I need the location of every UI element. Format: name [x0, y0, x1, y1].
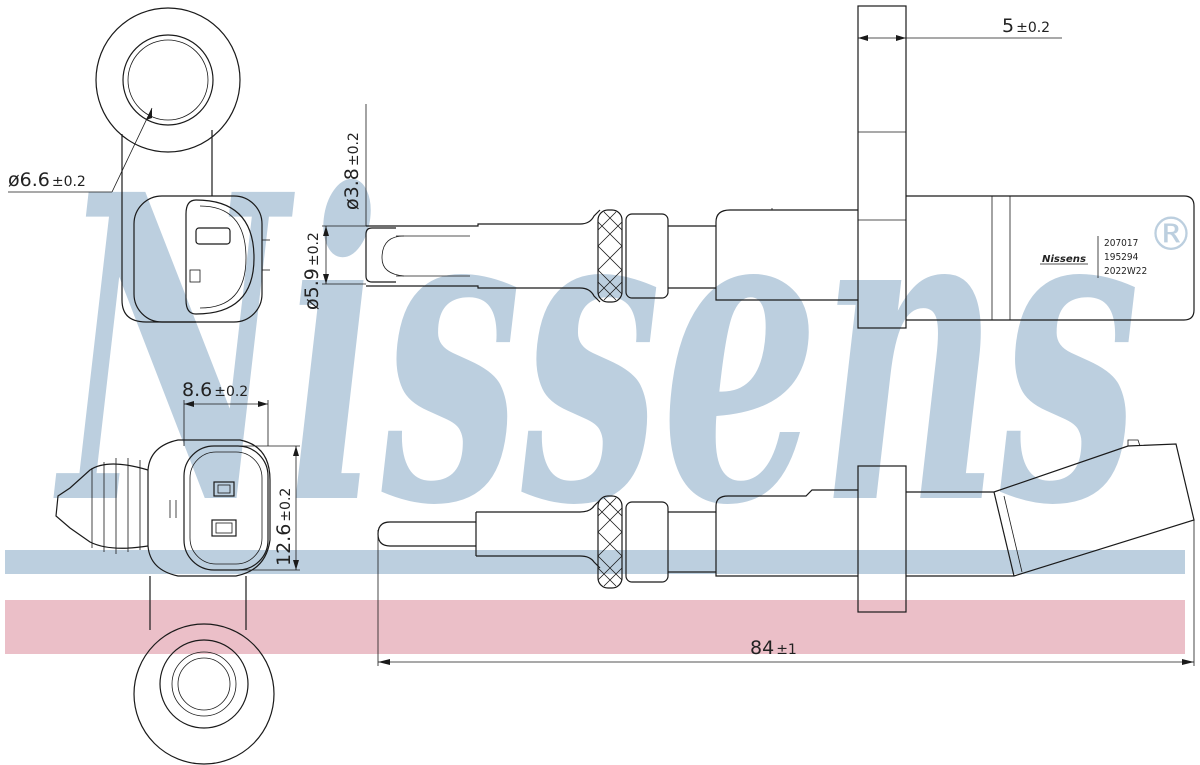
watermark-logo: Nissens — [52, 105, 1140, 598]
pink-band — [5, 600, 1185, 654]
sensor-side-view-bottom — [377, 439, 1195, 613]
ring-terminal-bottom — [133, 623, 275, 765]
dim-shaft-diameter: ø5.9±0.2 — [301, 232, 323, 310]
dim-connector-width: 8.6±0.2 — [182, 379, 248, 401]
ring-terminal-top — [95, 7, 241, 323]
registered-mark: ® — [1148, 207, 1194, 261]
label-line-2: 195294 — [1104, 252, 1139, 263]
label-logo: Nissens — [1042, 254, 1087, 265]
dim-ring-hole: ø6.6±0.2 — [8, 169, 86, 191]
dim-connector-height: 12.6±0.2 — [273, 488, 295, 566]
connector-end-view-top — [133, 195, 270, 323]
dim-tip-diameter: ø3.8±0.2 — [341, 132, 363, 210]
part-label: Nissens 207017 195294 2022W22 — [1040, 236, 1147, 278]
blue-band — [5, 550, 1185, 574]
label-line-1: 207017 — [1104, 238, 1138, 249]
connector-front-view-bottom — [55, 439, 271, 630]
sensor-side-view-top — [365, 5, 1195, 329]
dim-overall-length: 84±1 — [750, 637, 797, 659]
label-line-3: 2022W22 — [1104, 266, 1147, 277]
dim-tab-thickness: 5±0.2 — [1002, 15, 1050, 37]
